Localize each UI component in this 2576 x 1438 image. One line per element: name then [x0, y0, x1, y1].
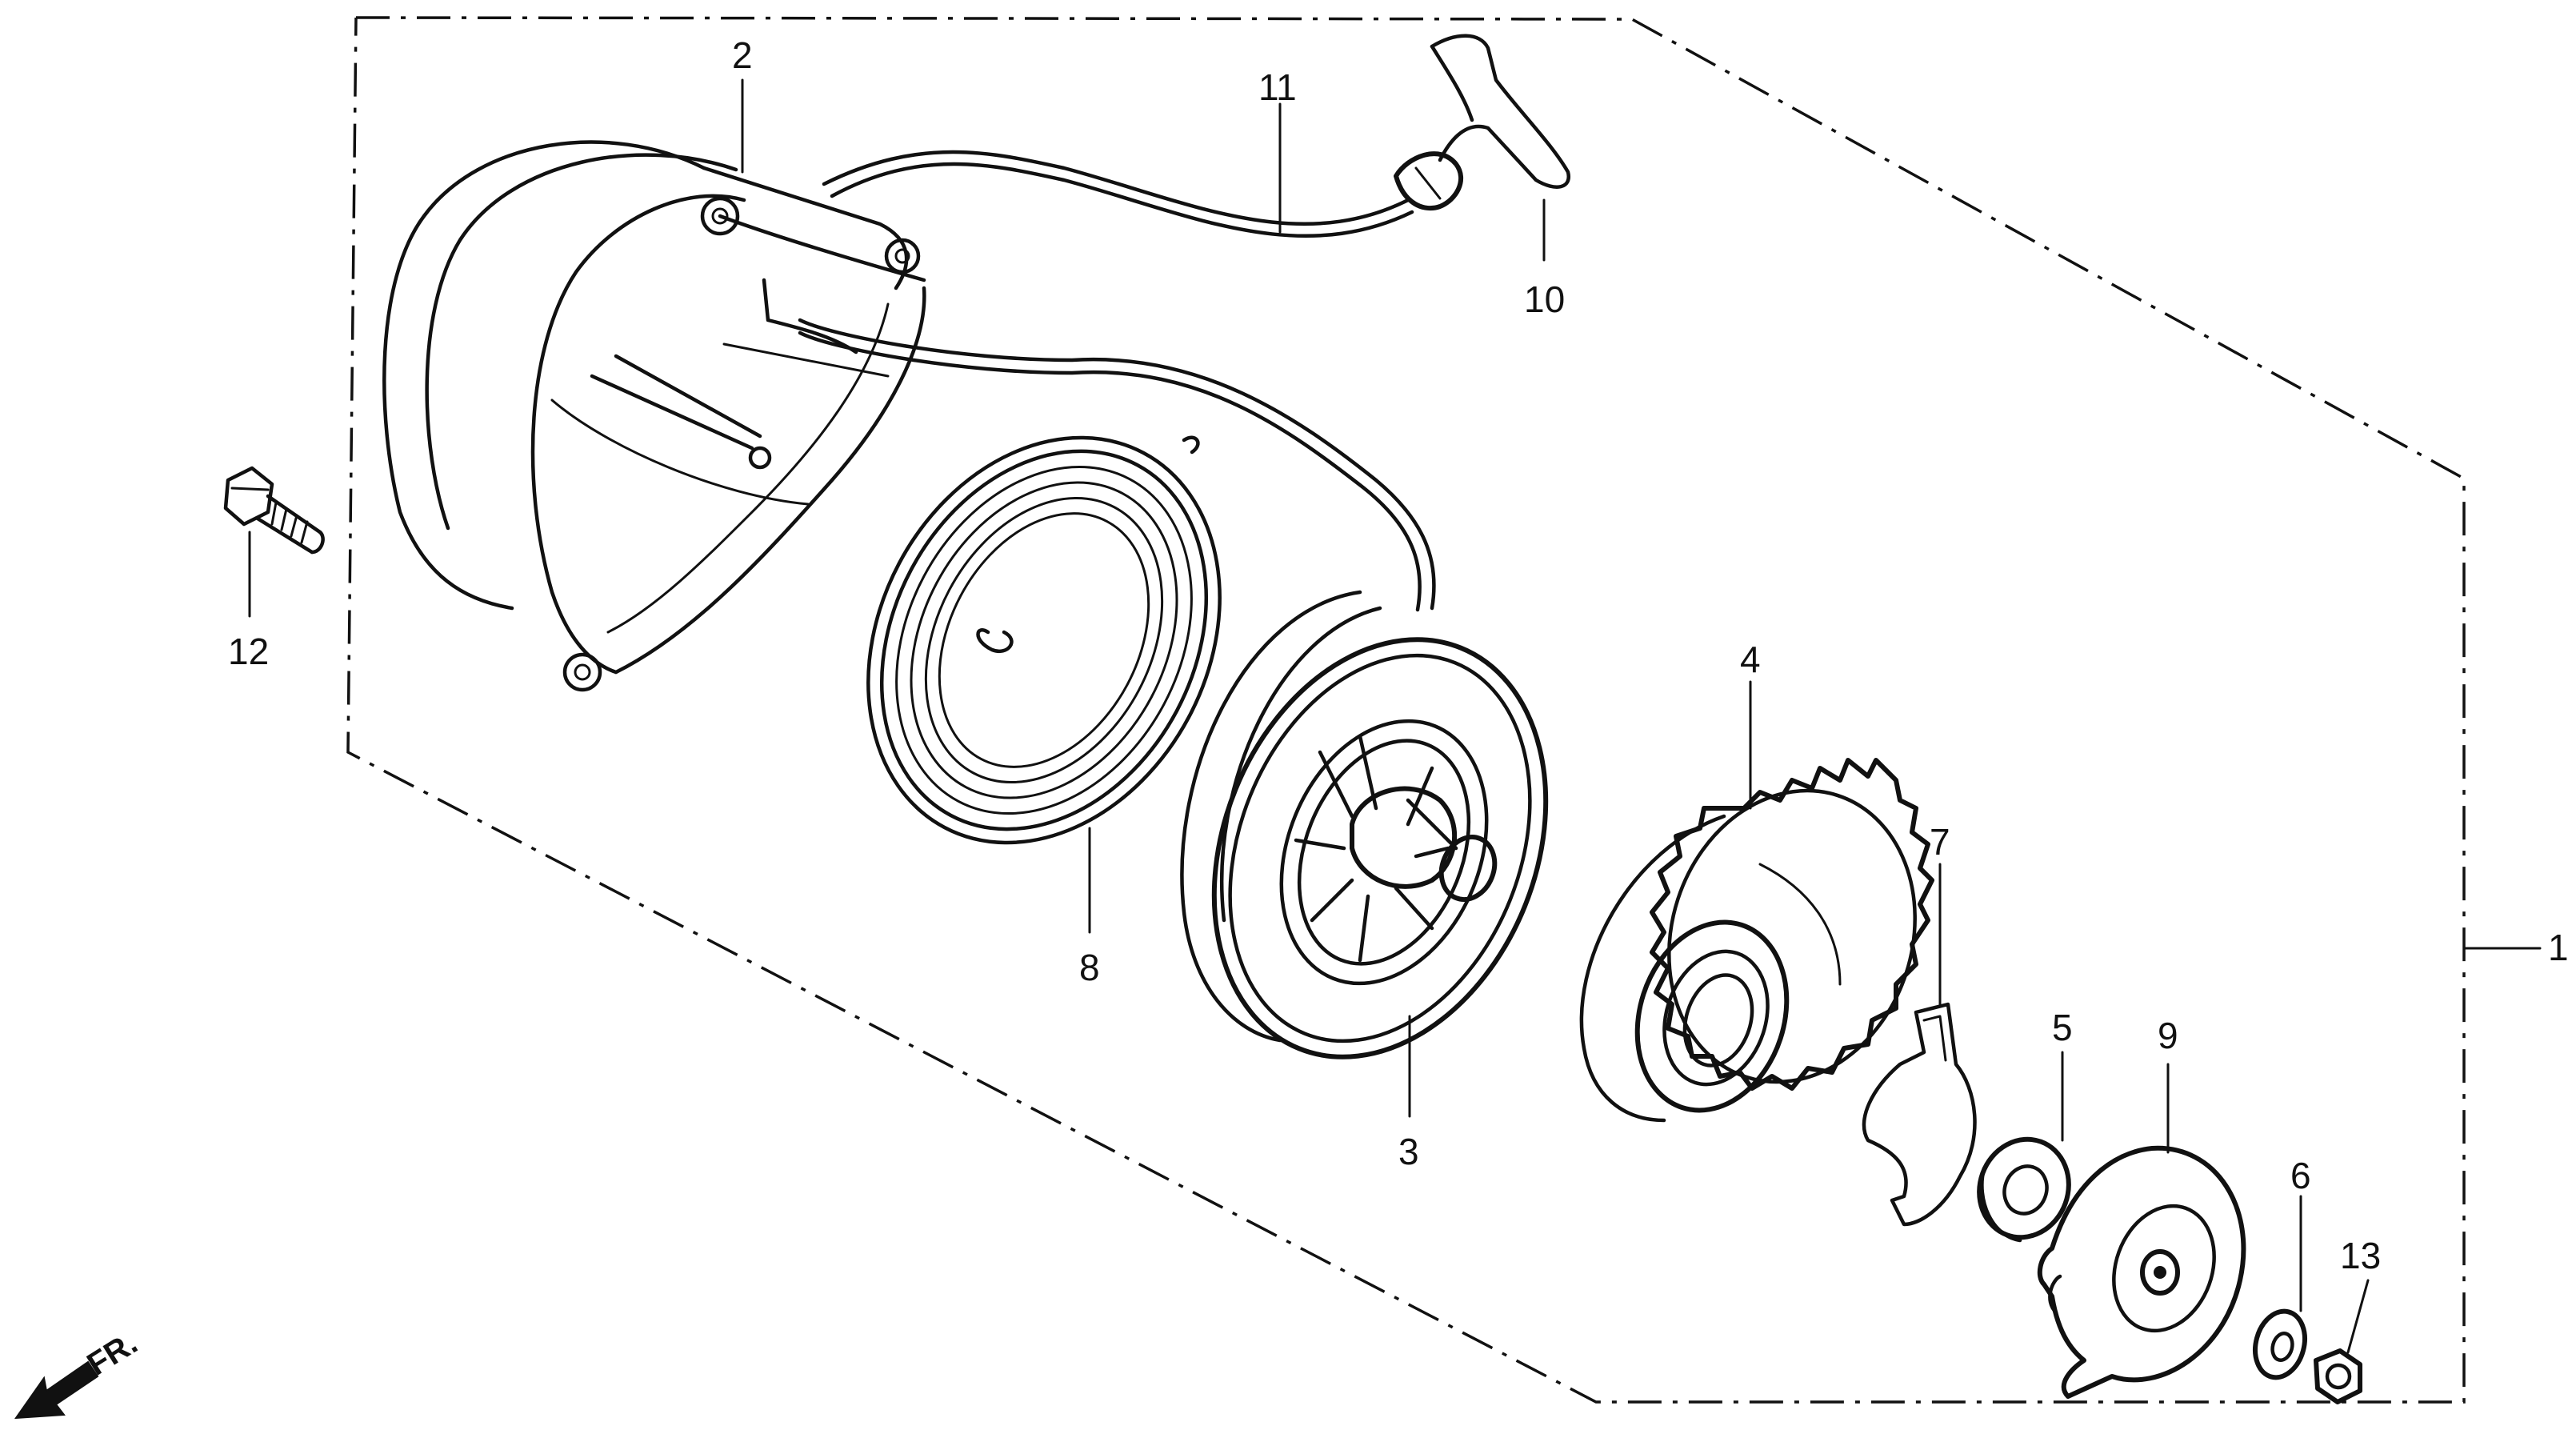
part-ratchet-gear — [1579, 758, 1934, 1123]
label-part-4: 4 — [1740, 639, 1761, 680]
part-washer — [2253, 1308, 2307, 1380]
label-part-6: 6 — [2290, 1155, 2311, 1196]
part-friction-washer — [1977, 1136, 2071, 1243]
label-part-5: 5 — [2052, 1007, 2073, 1048]
label-part-13: 13 — [2340, 1235, 2381, 1276]
part-labels: 1 2 3 4 5 6 7 8 9 10 11 12 13 — [228, 34, 2569, 1276]
label-part-11: 11 — [1258, 66, 1297, 108]
part-starter-rope — [798, 150, 1436, 612]
front-direction-indicator: FR. — [14, 1325, 143, 1420]
leader-lines — [248, 78, 2542, 1354]
part-flange-bolt — [223, 466, 325, 555]
part-pull-handle — [1394, 34, 1571, 211]
label-part-7: 7 — [1930, 821, 1950, 863]
part-reel-pulley — [1180, 590, 1549, 1059]
label-part-9: 9 — [2158, 1015, 2178, 1056]
assembly-boundary — [346, 16, 2466, 1404]
label-part-1: 1 — [2548, 927, 2569, 968]
part-flange-nut — [2314, 1348, 2362, 1404]
part-ratchet-guide — [2037, 1145, 2246, 1399]
label-part-10: 10 — [1524, 278, 1565, 320]
label-part-8: 8 — [1079, 947, 1100, 988]
part-housing — [382, 140, 926, 692]
label-part-12: 12 — [228, 631, 269, 672]
part-recoil-spring — [866, 435, 1222, 845]
part-spring-clip — [1862, 1002, 1977, 1227]
front-arrow-icon — [14, 1360, 99, 1420]
label-part-2: 2 — [732, 34, 753, 76]
label-part-3: 3 — [1398, 1131, 1419, 1172]
